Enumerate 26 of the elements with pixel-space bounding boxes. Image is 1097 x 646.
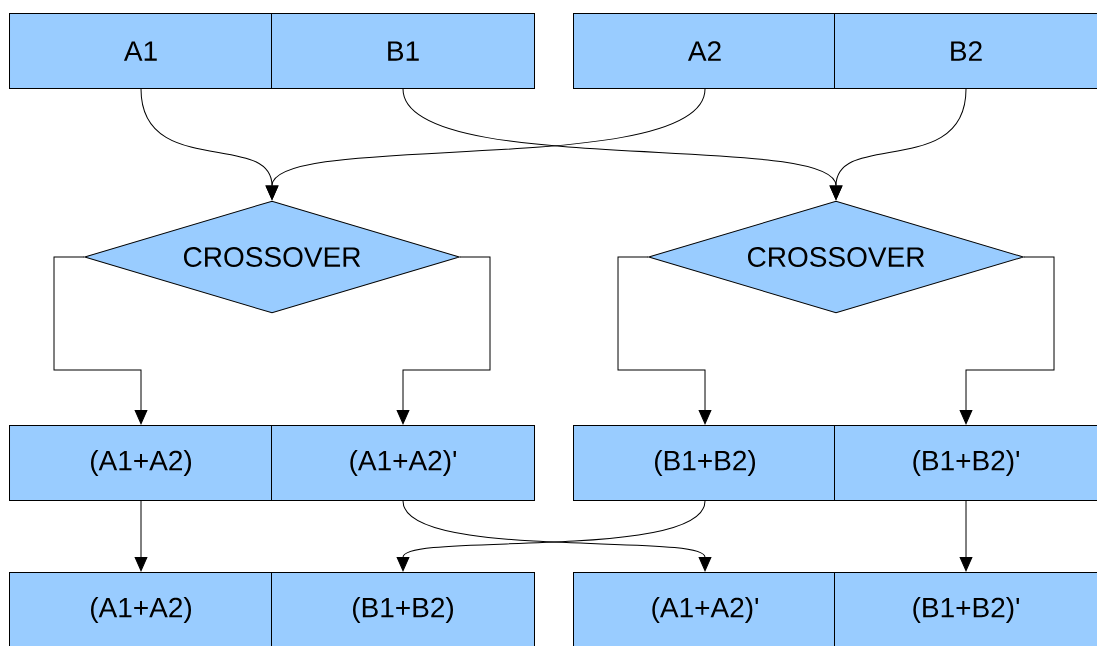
arrow [829,88,967,200]
process-box: (B1+B2) [573,425,837,501]
process-box: (B1+B2)' [834,425,1097,501]
process-box: B1 [271,13,535,89]
process-box: A1 [9,13,273,89]
node-label: (A1+A2) [91,596,192,624]
arrow [134,500,148,572]
process-box: (A1+A2) [9,572,273,646]
process-box: (B1+B2) [271,572,535,646]
process-box: A2 [573,13,837,89]
arrow [959,500,973,572]
arrow [53,256,148,425]
process-box: (A1+A2)' [573,572,837,646]
arrow [617,256,712,425]
arrow [265,88,706,200]
arrow [959,256,1055,425]
node-label: B2 [951,41,982,61]
node-label: (B1+B2)' [913,596,1020,624]
node-label: (A1+A2)' [652,596,759,624]
process-box: (B1+B2)' [834,572,1097,646]
arrow [396,256,491,425]
process-box: (A1+A2)' [271,425,535,501]
node-label: (B1+B2)' [913,449,1020,477]
process-box: (A1+A2) [9,425,273,501]
process-box: B2 [834,13,1097,89]
node-label: (B1+B2) [353,596,454,624]
